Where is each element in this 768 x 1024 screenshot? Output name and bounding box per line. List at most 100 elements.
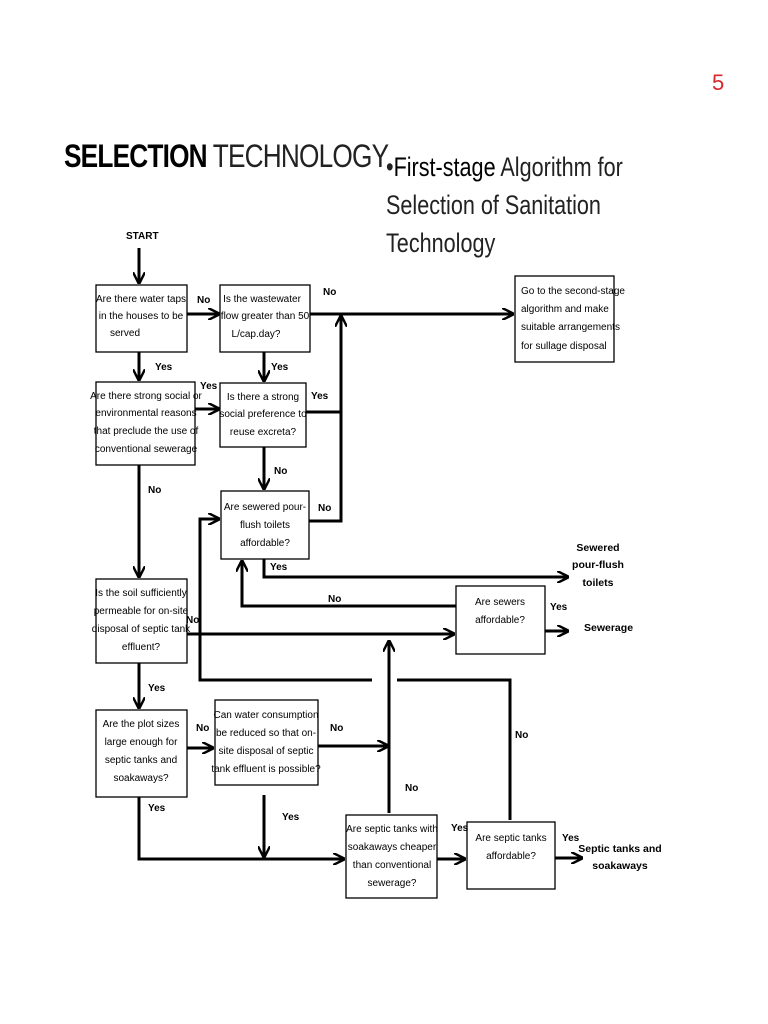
box-pourflush-line: flush toilets (240, 520, 290, 531)
box-septic-cheaper-line: soakaways cheaper (348, 842, 437, 853)
box-reuse-excreta-line: Is there a strong (227, 392, 299, 403)
box-soil-line: disposal of septic tank (92, 624, 191, 635)
box-reuse-excreta-line: social preference to (219, 409, 307, 420)
arrow-loop-to-pourflush (198, 519, 372, 682)
label-yes-reuse: Yes (311, 391, 329, 402)
label-yes-flow: Yes (271, 362, 289, 373)
arrow-plot-yes-to-septic-cheaper (137, 797, 344, 859)
page-number: 5 (712, 70, 725, 95)
outcome-sewerage: Sewerage (584, 622, 633, 634)
box-water-taps-line: served (110, 328, 140, 339)
slide-title: SELECTION TECHNOLOGY (64, 138, 389, 175)
label-yes-septic-cheaper: Yes (451, 823, 469, 834)
outcome-line: Septic tanks and (578, 843, 661, 855)
box-sewers-line: affordable? (475, 615, 525, 626)
label-no-social: No (148, 485, 161, 496)
label-no-septic-cheaper: No (405, 783, 418, 794)
label-no-pourflush: No (318, 503, 331, 514)
label-no-plot: No (196, 723, 209, 734)
arrow-pourflush-yes-outcome (262, 559, 568, 577)
box-wastewater-flow-line: Is the wastewater (223, 294, 301, 305)
box-water-taps-line: Are there water taps (96, 294, 186, 305)
box-water-taps: Are there water taps in the houses to be s… (95, 284, 188, 353)
label-yes-plot: Yes (148, 803, 166, 814)
box-social-reasons-line: environmental reasons (95, 408, 196, 419)
box-soil-line: permeable for on-site (94, 606, 189, 617)
box-soil-line: effluent? (122, 642, 161, 653)
outcome-line: soakaways (592, 860, 648, 872)
box-pourflush-affordable: Are sewered pour-flush toilets affordable… (220, 490, 310, 560)
outcome-line: Sewered (576, 542, 619, 554)
label-no-soil: No (186, 615, 199, 626)
box-septic-cheaper-line: sewerage? (368, 878, 417, 889)
box-soil-line: Is the soil sufficiently (95, 588, 187, 599)
label-no-flow: No (323, 287, 336, 298)
subtitle-rest: Algorithm for Selection of Sanitation Te… (386, 152, 623, 258)
box-septic-cheaper: Are septic tanks with soakaways cheaper th… (345, 814, 438, 899)
box-wastewater-flow: Is the wastewater flow greater than 50 L/c… (219, 284, 311, 353)
label-yes-septic-afford: Yes (562, 833, 580, 844)
box-pourflush-line: affordable? (240, 538, 290, 549)
label-yes-taps: Yes (155, 362, 173, 373)
label-no-water-reduce: No (330, 723, 343, 734)
box-water-consumption: Can water consumption be reduced so that … (211, 699, 321, 786)
box-wastewater-flow-line: flow greater than 50 (221, 311, 310, 322)
box-water-taps-line: in the houses to be (99, 311, 184, 322)
box-wastewater-flow-line: L/cap.day? (232, 329, 281, 340)
label-no-reuse: No (274, 466, 287, 477)
box-septic-affordable: Are septic tanks affordable? (466, 821, 556, 890)
box-septic-affordable-line: affordable? (486, 851, 536, 862)
box-plot-sizes: Are the plot sizes large enough for septic… (95, 709, 188, 798)
box-plot-line: Are the plot sizes (103, 719, 180, 730)
label-yes-soil: Yes (148, 683, 166, 694)
box-septic-affordable-line: Are septic tanks (475, 833, 546, 844)
box-water-consumption-line: site disposal of septic (218, 746, 313, 757)
start-label: START (126, 231, 159, 242)
box-septic-cheaper-line: Are septic tanks with (346, 824, 438, 835)
box-water-consumption-line: tank effluent is possible? (211, 764, 321, 775)
box-sewers-affordable: Are sewers affordable? (455, 585, 546, 655)
box-second-stage: Go to the second-stage algorithm and make… (514, 275, 625, 363)
box-pourflush-line: Are sewered pour- (224, 502, 306, 513)
outcome-septic-soakaways: Septic tanks and soakaways (578, 843, 661, 872)
box-reuse-excreta-line: reuse excreta? (230, 427, 297, 438)
box-water-consumption-line: Can water consumption (213, 710, 318, 721)
arrow-septic-afford-no (397, 678, 512, 820)
subtitle-bullet: • (386, 152, 394, 182)
label-yes-social: Yes (200, 381, 218, 392)
box-social-reasons-line: conventional sewerage (95, 444, 198, 455)
box-sewers-line: Are sewers (475, 597, 525, 608)
title-bold: SELECTION (64, 138, 208, 174)
slide-subtitle: •First-stage Algorithm for Selection of … (386, 148, 706, 262)
svg-text:Are sewered pour-flush toilets: Are sewered pour-flush toilets affordable… (224, 502, 306, 549)
box-plot-line: septic tanks and (105, 755, 177, 766)
box-second-stage-line: Go to the second-stage (521, 286, 625, 297)
arrow-sewers-no-to-pourflush (242, 561, 492, 654)
subtitle-bold: First-stage (393, 152, 496, 182)
box-septic-cheaper-line: than conventional (353, 860, 431, 871)
outcome-line: Sewerage (584, 622, 633, 634)
label-no-septic-afford: No (515, 730, 528, 741)
label-yes-water-reduce: Yes (282, 812, 300, 823)
label-yes-pourflush: Yes (270, 562, 288, 573)
box-water-consumption-line: be reduced so that on- (216, 728, 316, 739)
box-second-stage-line: suitable arrangements (521, 322, 620, 333)
box-social-reasons-line: Are there strong social or (90, 391, 202, 402)
box-plot-line: large enough for (105, 737, 179, 748)
label-yes-sewers: Yes (550, 602, 568, 613)
box-second-stage-line: algorithm and make (521, 304, 609, 315)
title-light: TECHNOLOGY (212, 138, 389, 174)
